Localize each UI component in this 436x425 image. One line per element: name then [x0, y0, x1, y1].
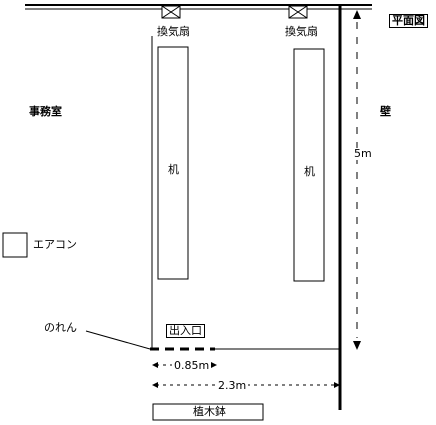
- dimension-085-arrow-left: [152, 362, 158, 368]
- office-label: 事務室: [29, 105, 62, 118]
- desk-right: [293, 48, 325, 282]
- curtain-leader-line: [85, 330, 151, 350]
- dimension-085-arrow-right: [211, 362, 217, 368]
- dimension-5m-arrow-top: [353, 10, 361, 19]
- desk-left-label: 机: [168, 163, 179, 176]
- desk-left: [157, 46, 189, 280]
- dimension-opening-label: 0.85m: [172, 359, 212, 372]
- wall-label: 壁: [380, 105, 391, 118]
- dimension-23-arrow-left: [152, 382, 158, 388]
- aircon-box: [2, 232, 28, 258]
- fan-right-label: 換気扇: [285, 25, 318, 38]
- aircon-label: エアコン: [33, 238, 77, 251]
- fan-right-symbol: [288, 5, 308, 19]
- curtain-label: のれん: [44, 321, 77, 334]
- plan-title: 平面図: [389, 14, 428, 28]
- planter-label: 植木鉢: [193, 405, 226, 418]
- desk-right-label: 机: [304, 165, 315, 178]
- entrance-label: 出入口: [166, 324, 205, 338]
- planter-box: [152, 403, 264, 421]
- dimension-height-label: 5m: [354, 147, 372, 160]
- dimension-23-arrow-right: [334, 382, 340, 388]
- fan-left-label: 換気扇: [157, 25, 190, 38]
- dimension-5m-arrow-bottom: [353, 341, 361, 350]
- dimension-total-label: 2.3m: [216, 379, 249, 392]
- fan-left-symbol: [161, 5, 181, 19]
